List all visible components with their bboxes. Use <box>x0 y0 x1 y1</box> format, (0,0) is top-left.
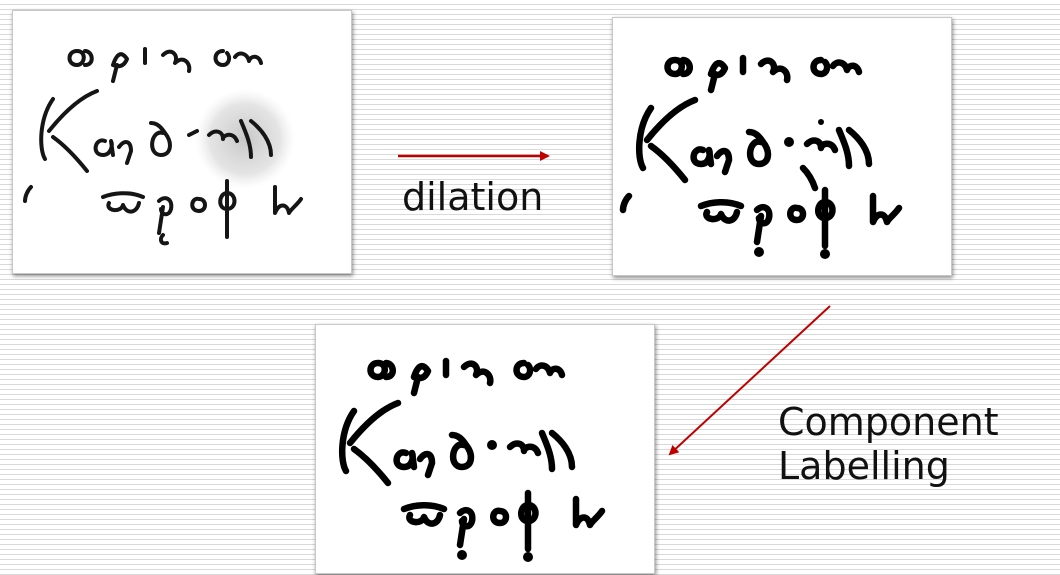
component-label-line2: Labelling <box>778 444 950 488</box>
component-label-line1: Component <box>778 400 999 444</box>
handwriting-sample-dilated <box>619 54 903 259</box>
original-handwriting-image <box>12 10 352 274</box>
handwriting-sample-original <box>23 47 303 246</box>
dilated-handwriting-image <box>612 17 952 276</box>
dilation-label: dilation <box>402 175 544 219</box>
handwriting-sample-labelled <box>339 357 606 562</box>
smudge-mark <box>195 89 295 189</box>
component-labelling-arrow <box>668 305 831 456</box>
labelled-handwriting-image <box>315 324 655 574</box>
